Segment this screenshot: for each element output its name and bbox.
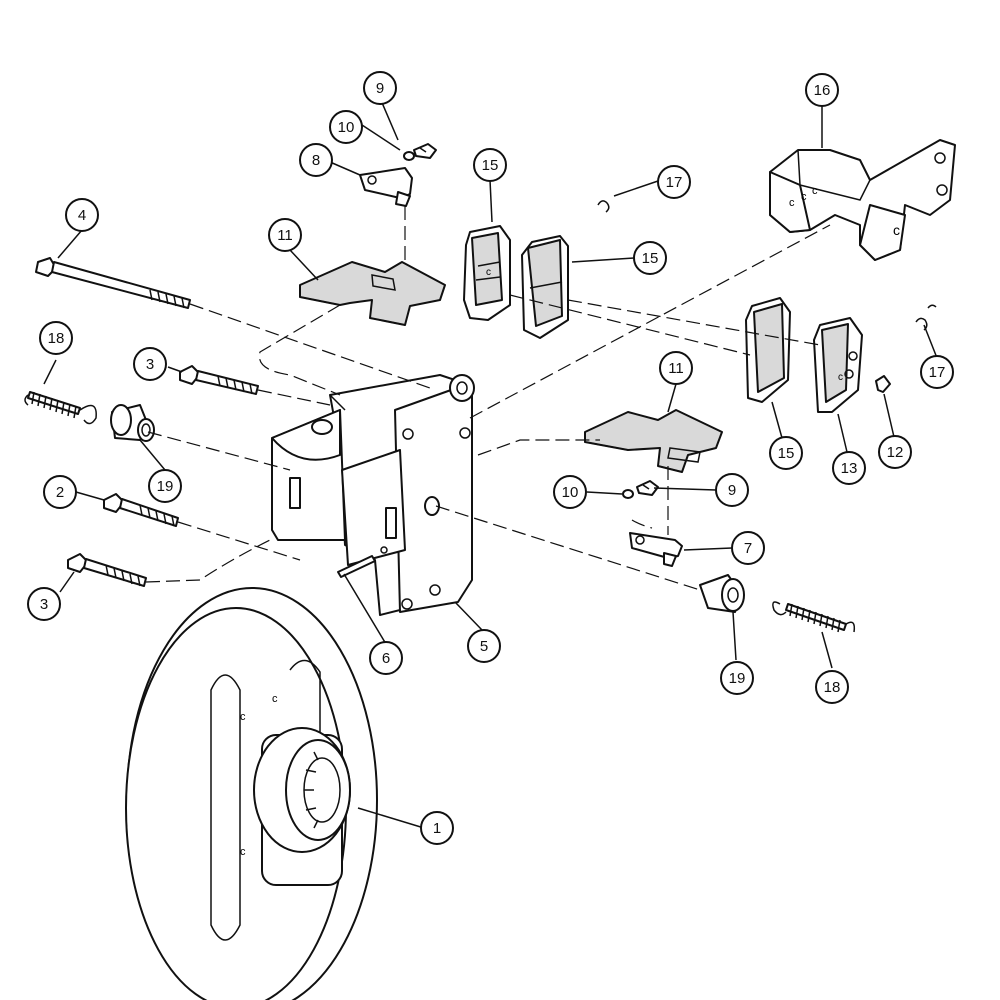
part-5-caliper-housing xyxy=(271,374,475,616)
svg-text:2: 2 xyxy=(56,484,64,501)
svg-text:c: c xyxy=(486,267,491,278)
svg-text:9: 9 xyxy=(376,80,384,97)
callout-11a: 11 xyxy=(268,218,302,252)
svg-text:16: 16 xyxy=(814,82,831,99)
svg-text:18: 18 xyxy=(48,330,65,347)
svg-text:9: 9 xyxy=(728,482,736,499)
part-3-bolt-lower xyxy=(67,553,147,587)
callout-14: 15 xyxy=(473,148,507,182)
callout-8: 8 xyxy=(299,143,333,177)
svg-text:11: 11 xyxy=(277,227,293,244)
svg-text:6: 6 xyxy=(382,650,390,667)
assembly-dashed-lines xyxy=(145,206,831,591)
svg-text:c: c xyxy=(812,185,818,197)
svg-text:c: c xyxy=(801,191,807,203)
callout-9b: 9 xyxy=(715,473,749,507)
part-16-caliper-bracket: c c c c xyxy=(769,139,956,261)
callout-5: 5 xyxy=(467,629,501,663)
callout-18a: 18 xyxy=(39,321,73,355)
callout-4: 4 xyxy=(65,198,99,232)
callout-3b: 3 xyxy=(27,587,61,621)
callout-13: 13 xyxy=(832,451,866,485)
part-1-brake-disc: c c c xyxy=(125,587,378,1000)
callout-17b: 17 xyxy=(920,355,954,389)
part-8-retainer-tab xyxy=(359,167,413,207)
part-7-retainer-tab xyxy=(629,532,683,567)
svg-text:15: 15 xyxy=(482,157,499,174)
svg-text:7: 7 xyxy=(744,540,752,557)
part-9-screw-upper xyxy=(413,143,437,159)
svg-text:15: 15 xyxy=(642,250,659,267)
part-9-screw-lower xyxy=(636,480,659,496)
svg-text:c: c xyxy=(272,693,278,705)
callout-18b: 18 xyxy=(815,670,849,704)
part-3-bolt-upper xyxy=(179,365,259,395)
svg-text:c: c xyxy=(838,372,843,383)
part-19-bushing-right xyxy=(699,574,745,613)
callout-6: 6 xyxy=(369,641,403,675)
callout-11b: 11 xyxy=(659,351,693,385)
svg-text:17: 17 xyxy=(666,174,683,191)
callout-15a: 15 xyxy=(633,241,667,275)
part-10-washer-lower xyxy=(622,489,634,499)
part-17-clip-lower xyxy=(915,304,937,331)
callout-16: 16 xyxy=(805,73,839,107)
svg-text:11: 11 xyxy=(668,360,684,377)
callout-15b: 15 xyxy=(769,436,803,470)
svg-text:4: 4 xyxy=(78,207,86,224)
svg-text:c: c xyxy=(240,846,246,858)
svg-text:17: 17 xyxy=(929,364,946,381)
callout-7: 7 xyxy=(731,531,765,565)
svg-text:3: 3 xyxy=(146,356,154,373)
part-17-clip-upper xyxy=(597,200,610,213)
part-4-long-bolt xyxy=(35,257,191,309)
callout-17a: 17 xyxy=(657,165,691,199)
svg-text:c: c xyxy=(893,222,900,238)
part-12-pin xyxy=(875,375,891,393)
svg-text:12: 12 xyxy=(887,444,904,461)
svg-text:3: 3 xyxy=(40,596,48,613)
part-2-bolt xyxy=(103,493,179,527)
callout-12: 12 xyxy=(878,435,912,469)
svg-text:15: 15 xyxy=(778,445,795,462)
callout-9a: 9 xyxy=(363,71,397,105)
svg-text:18: 18 xyxy=(824,679,841,696)
part-11-shim-plate-lower xyxy=(584,409,723,473)
part-11-shim-plate-upper xyxy=(299,261,446,326)
callout-3a: 3 xyxy=(133,347,167,381)
svg-text:c: c xyxy=(240,711,246,723)
leader-lines xyxy=(43,97,938,829)
svg-text:13: 13 xyxy=(841,460,858,477)
callout-2: 2 xyxy=(43,475,77,509)
svg-text:1: 1 xyxy=(433,820,441,837)
svg-text:5: 5 xyxy=(480,638,488,655)
part-14-brake-pad-inner: c xyxy=(463,225,511,321)
callout-19a: 19 xyxy=(148,469,182,503)
part-6-pin xyxy=(337,546,388,578)
part-18-spring-left xyxy=(24,391,97,425)
svg-text:10: 10 xyxy=(562,484,579,501)
svg-text:19: 19 xyxy=(157,478,174,495)
callout-1: 1 xyxy=(420,811,454,845)
svg-text:c: c xyxy=(789,197,795,209)
part-18-spring-right xyxy=(772,601,856,633)
svg-text:8: 8 xyxy=(312,152,320,169)
part-15-brake-pad-upper xyxy=(521,235,569,339)
part-19-bushing-left xyxy=(110,404,155,442)
callout-19b: 19 xyxy=(720,661,754,695)
svg-text:10: 10 xyxy=(338,119,355,136)
part-13-brake-pad-outer: c xyxy=(813,317,863,413)
callout-10a: 10 xyxy=(329,110,363,144)
part-10-washer-upper xyxy=(403,151,415,161)
part-15-brake-pad-lower xyxy=(745,297,791,403)
callout-10b: 10 xyxy=(553,475,587,509)
svg-text:19: 19 xyxy=(729,670,746,687)
